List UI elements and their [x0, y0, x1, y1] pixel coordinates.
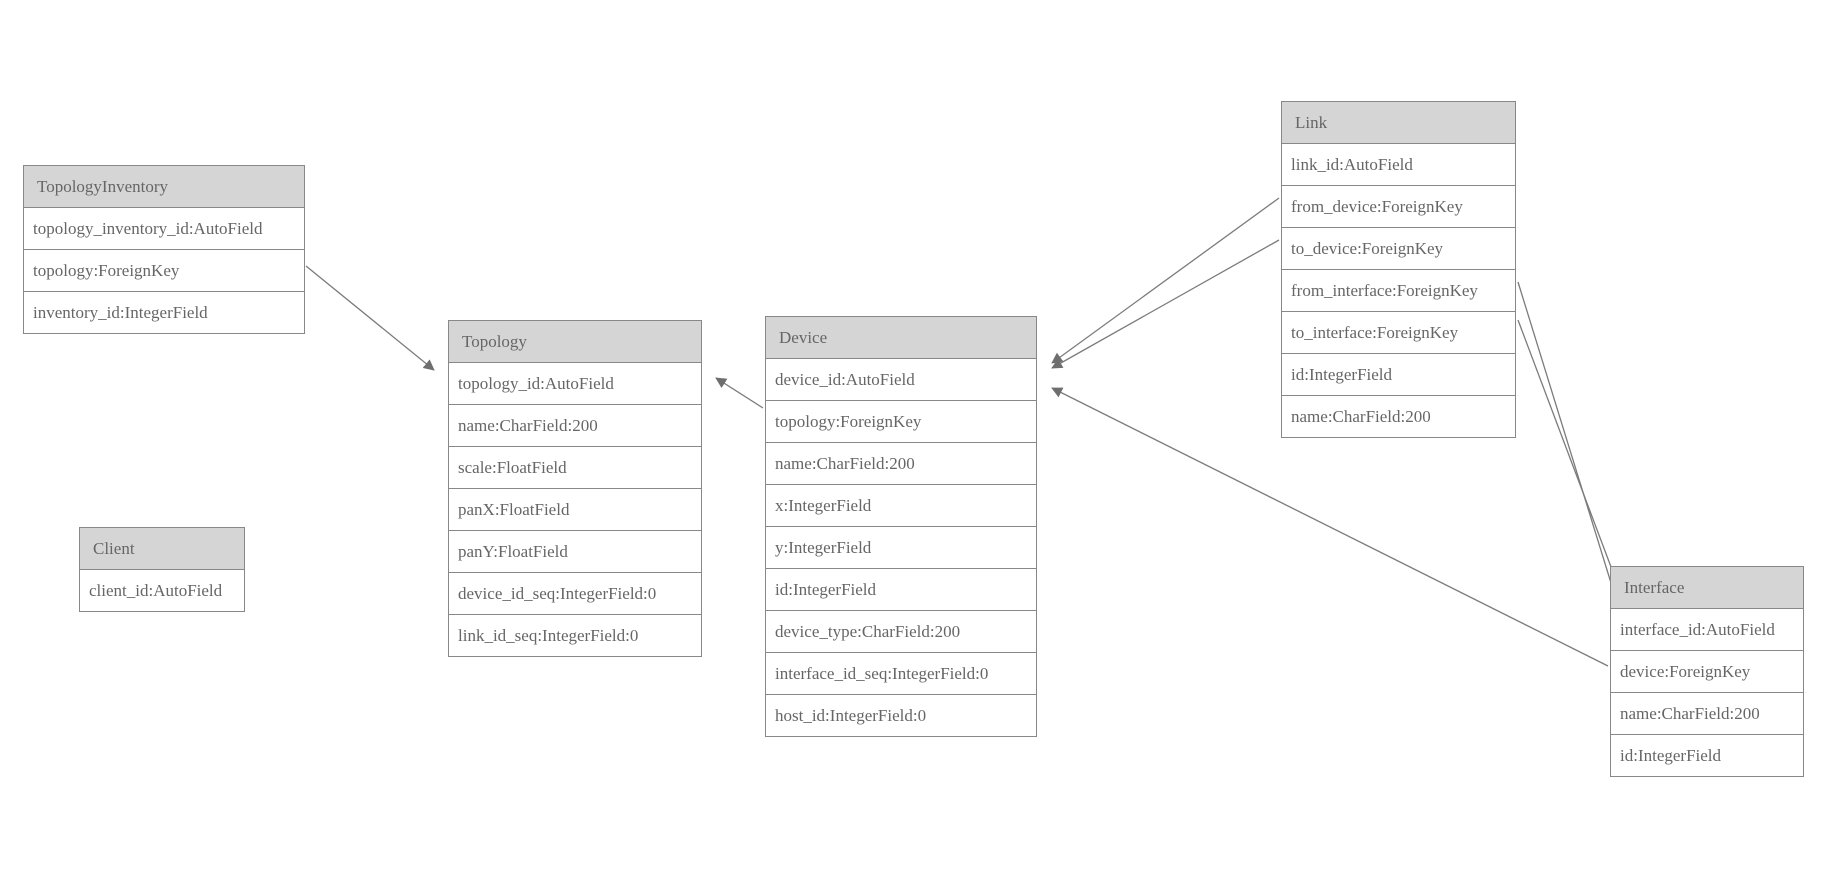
entity-title-interface: Interface [1611, 567, 1803, 609]
entity-field[interactable]: y:IntegerField [766, 527, 1036, 569]
entity-field[interactable]: to_interface:ForeignKey [1282, 312, 1515, 354]
entity-field[interactable]: interface_id:AutoField [1611, 609, 1803, 651]
entity-field[interactable]: topology_inventory_id:AutoField [24, 208, 304, 250]
entity-field[interactable]: client_id:AutoField [80, 570, 244, 611]
entity-title-topology_inventory: TopologyInventory [24, 166, 304, 208]
entity-field[interactable]: host_id:IntegerField:0 [766, 695, 1036, 736]
entity-title-topology: Topology [449, 321, 701, 363]
edge-link-from-interface [1517, 281, 1623, 613]
entity-field[interactable]: device:ForeignKey [1611, 651, 1803, 693]
entity-title-link: Link [1282, 102, 1515, 144]
entity-field[interactable]: id:IntegerField [1282, 354, 1515, 396]
entity-field[interactable]: topology_id:AutoField [449, 363, 701, 405]
entity-title-device: Device [766, 317, 1036, 359]
entity-field[interactable]: name:CharField:200 [766, 443, 1036, 485]
entity-field[interactable]: link_id:AutoField [1282, 144, 1515, 186]
entity-field[interactable]: device_id:AutoField [766, 359, 1036, 401]
entity-field[interactable]: name:CharField:200 [1282, 396, 1515, 437]
entity-field[interactable]: x:IntegerField [766, 485, 1036, 527]
entity-field[interactable]: interface_id_seq:IntegerField:0 [766, 653, 1036, 695]
entity-field[interactable]: name:CharField:200 [449, 405, 701, 447]
entity-title-client: Client [80, 528, 244, 570]
entity-field[interactable]: to_device:ForeignKey [1282, 228, 1515, 270]
entity-field[interactable]: from_device:ForeignKey [1282, 186, 1515, 228]
entity-field[interactable]: id:IntegerField [766, 569, 1036, 611]
edge-link-from-device [1051, 197, 1280, 364]
entity-field[interactable]: id:IntegerField [1611, 735, 1803, 776]
entity-fields-client: client_id:AutoField [80, 570, 244, 611]
entity-field[interactable]: panX:FloatField [449, 489, 701, 531]
entity-field[interactable]: name:CharField:200 [1611, 693, 1803, 735]
edge-device-topology [715, 377, 764, 409]
entity-field[interactable]: topology:ForeignKey [24, 250, 304, 292]
edge-link-to-device [1051, 239, 1280, 369]
entity-field[interactable]: device_type:CharField:200 [766, 611, 1036, 653]
entity-field[interactable]: scale:FloatField [449, 447, 701, 489]
entity-field[interactable]: from_interface:ForeignKey [1282, 270, 1515, 312]
entity-field[interactable]: link_id_seq:IntegerField:0 [449, 615, 701, 656]
entity-field[interactable]: inventory_id:IntegerField [24, 292, 304, 333]
entity-field[interactable]: panY:FloatField [449, 531, 701, 573]
entity-field[interactable]: topology:ForeignKey [766, 401, 1036, 443]
edge-topologyinventory-topology [305, 265, 435, 371]
entity-field[interactable]: device_id_seq:IntegerField:0 [449, 573, 701, 615]
